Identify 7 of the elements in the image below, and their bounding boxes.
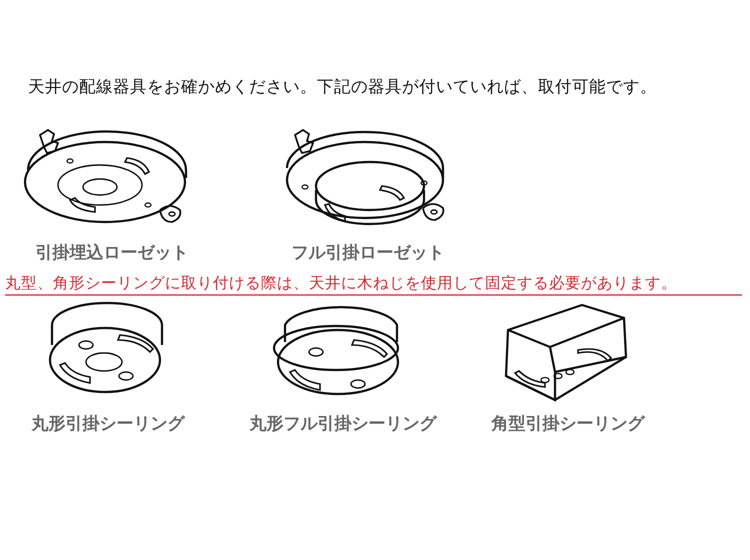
instruction-text: 天井の配線器具をお確かめください。下記の器具が付いていれば、取付可能です。 (28, 76, 657, 98)
fixture-caption: 角型引掛シーリング (492, 413, 644, 435)
fixture-caption: 丸形フル引掛シーリング (250, 413, 436, 435)
fixture-caption: 引掛埋込ローゼット (36, 242, 188, 264)
warning-note: 丸型、角形シーリングに取り付ける際は、天井に木ねじを使用して固定する必要があります。 (5, 273, 677, 294)
fixture-caption: フル引掛ローゼット (292, 242, 444, 264)
fixture-caption: 丸形引掛シーリング (32, 413, 184, 435)
